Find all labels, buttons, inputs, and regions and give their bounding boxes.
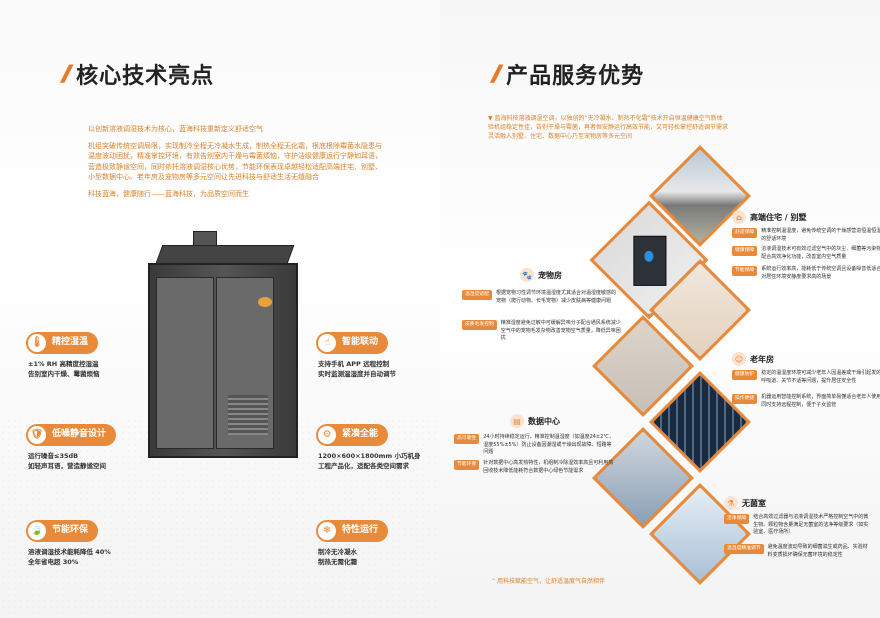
- right-page: // 产品服务优势 ▼ 蓝海科技溶液调湿空调，以独创的“无冷凝水、制热不化霜”技…: [440, 0, 880, 618]
- intro-paragraph: 蓝海科技溶液调湿空调，以独创的“无冷凝水、制热不化霜”技术开启恒温健康空气新体验…: [488, 115, 729, 140]
- quote-icon: “: [492, 578, 498, 585]
- tag-text: 溶液调湿技术可有效过滤空气中的灰尘、细菌等污染物配合高效净化功能，改善室内空气质…: [761, 246, 880, 260]
- thermometer-icon: 🌡: [28, 334, 46, 352]
- leaf-icon: 🍃: [28, 522, 46, 540]
- tag-text: 根据宠物习性调节环境温湿度尤其适合对温湿度敏感的宠物（爬行动物、长毛宠物）减少皮…: [496, 290, 617, 304]
- tag-text: 24小时持续稳定运行，精准控制温湿度（如温度24±2℃，湿度55%±5%）防止设…: [483, 434, 614, 455]
- list-item: 洁净保障结合高效过滤器与溶液调湿技术严格控制空气中的微生物、颗粒物含量满足无菌室…: [724, 514, 871, 537]
- tag-text: 机器运用智能控制系统，界面简单易懂适合老年人使用同时支持远程控制，便于子女监管: [761, 394, 880, 408]
- tag-badge: 洁净保障: [724, 514, 750, 524]
- section-title: 高端住宅 / 别墅: [750, 212, 807, 222]
- paw-icon: 🐾: [520, 268, 534, 282]
- tag-badge: 操作便捷: [732, 394, 758, 404]
- section-datacenter-title: ▤ 数据中心: [510, 414, 560, 428]
- tag-badge: 健康防护: [732, 370, 758, 380]
- tag-text: 精准湿度避免过敏中可缓解异味分子配合通风系统减少空气中的宠物毛发杂物改善宠物空气…: [500, 320, 621, 341]
- intro-line: 以创新溶液调湿技术为核心，蓝海科技重新定义舒适空气: [88, 125, 263, 133]
- section-title: 无菌室: [742, 498, 766, 508]
- tag-badge: 高可靠性: [454, 434, 480, 444]
- tag-text: 针对数据中心高发热特性，机组制冷除湿效率高且可利用热回收技术降低能耗符合数据中心…: [483, 460, 614, 474]
- list-item: 皮质毛发控制精准湿度避免过敏中可缓解异味分子配合通风系统减少空气中的宠物毛发杂物…: [462, 320, 621, 343]
- tag-text: 精准控制温湿度，避免传统空调的干燥感营造恒温恒湿的舒适环境: [761, 228, 880, 242]
- feature-desc: 溶液调湿技术能耗降低 40%: [28, 548, 111, 556]
- gear-icon: ⚙: [318, 426, 336, 444]
- tag-text: 稳定的温湿度环境可减少老年人因温差或干燥引起发的呼吸道、关节不适等问题，提升居住…: [761, 370, 880, 384]
- elder-icon: ☺: [732, 352, 746, 366]
- tag-text: 系统运行效率高，能耗低于传统空调且设备噪音低适合对居住环境安静度要求高的场景: [761, 266, 880, 280]
- tag-badge: 健康保障: [732, 246, 758, 256]
- page-title: 核心技术亮点: [76, 64, 215, 89]
- feature-desc: 全年省电超 30%: [28, 557, 79, 566]
- feature-compact: ⚙ 紧凑全能 1200×600×1800mm 小巧机身工程产品化，适配各类空间需求: [316, 424, 420, 471]
- feature-desc: 制热无需化霜: [318, 557, 357, 566]
- intro-text: 以创新溶液调湿技术为核心，蓝海科技重新定义舒适空气 机组突破传统空调局限，实现制…: [88, 124, 388, 205]
- section-elder-title: ☺ 老年房: [732, 352, 774, 366]
- feature-smart: ☝ 智能联动 支持手机 APP 远程控制实时监测温湿度并自动调节: [316, 332, 396, 379]
- feature-desc: ±1% RH 高精度控湿温: [28, 360, 99, 368]
- feature-desc: 运行噪音≤35dB: [28, 452, 79, 460]
- list-item: 温湿度精准调节避免温度波动导致的细菌滋生或药品、实验材料变质损坏确保无菌环境的稳…: [724, 544, 872, 559]
- intro-slogan: 科技蓝海，健康随行——蓝海科技，为品质空间而生: [88, 189, 249, 198]
- tag-badge: 节能保障: [732, 266, 758, 276]
- feature-desc: 如轻声耳语，营造静谧空间: [28, 461, 106, 470]
- slash-decoration: //: [62, 61, 72, 87]
- left-heading: // 核心技术亮点: [62, 58, 214, 90]
- section-title: 宠物房: [538, 270, 562, 280]
- right-heading: // 产品服务优势: [492, 58, 644, 90]
- feature-desc: 实时监测温湿度并自动调节: [318, 369, 396, 378]
- tag-badge: 皮质毛发控制: [462, 320, 497, 330]
- list-item: 健康防护稳定的温湿度环境可减少老年人因温差或干燥引起发的呼吸道、关节不适等问题，…: [732, 370, 880, 385]
- feature-title: 节能环保: [52, 525, 89, 536]
- right-intro: ▼ 蓝海科技溶液调湿空调，以独创的“无冷凝水、制热不化霜”技术开启恒温健康空气新…: [488, 114, 728, 141]
- tag-text: 避免温度波动导致的细菌滋生或药品、实验材料变质损坏确保无菌环境的稳定性: [767, 544, 868, 558]
- list-item: 健康保障溶液调湿技术可有效过滤空气中的灰尘、细菌等污染物配合高效净化功能，改善室…: [732, 246, 880, 261]
- feature-title: 紧凑全能: [342, 429, 379, 440]
- footer-slogan: “ 用科技赋能空气，让舒适温度气自然相伴: [492, 576, 605, 585]
- feature-desc: 告别室内干燥、霉菌烦恼: [28, 369, 100, 378]
- page-title: 产品服务优势: [506, 64, 645, 89]
- section-title: 老年房: [750, 354, 774, 364]
- brand-logo: [258, 297, 272, 307]
- list-item: 温湿度适配根据宠物习性调节环境温湿度尤其适合对温湿度敏感的宠物（爬行动物、长毛宠…: [462, 290, 616, 305]
- feature-precision: 🌡 精控湿温 ±1% RH 高精度控湿温告别室内干燥、霉菌烦恼: [26, 332, 100, 379]
- feature-desc: 支持手机 APP 远程控制: [318, 360, 390, 368]
- tag-text: 结合高效过滤器与溶液调湿技术严格控制空气中的微生物、颗粒物含量满足无菌室的洁净等…: [753, 514, 869, 535]
- list-item: 节能环保针对数据中心高发热特性，机组制冷除湿效率高且可利用热回收技术降低能耗符合…: [454, 460, 615, 475]
- feature-desc: 工程产品化，适配各类空间需求: [318, 461, 409, 470]
- section-sterile-title: ⚗ 无菌室: [724, 496, 766, 510]
- air-conditioner-unit-image: [148, 231, 298, 460]
- list-item: 操作便捷机器运用智能控制系统，界面简单易懂适合老年人使用同时支持远程控制，便于子…: [732, 394, 880, 409]
- left-page: // 核心技术亮点 以创新溶液调湿技术为核心，蓝海科技重新定义舒适空气 机组突破…: [0, 0, 440, 618]
- section-villa-title: ⌂ 高端住宅 / 别墅: [732, 210, 807, 224]
- feature-title: 特性运行: [342, 525, 379, 536]
- feature-desc: 制冷无冷凝水: [318, 548, 357, 556]
- section-pet-title: 🐾 宠物房: [520, 268, 562, 282]
- triangle-icon: ▼: [488, 115, 495, 122]
- slash-decoration: //: [492, 61, 502, 87]
- snowflake-icon: ❄: [318, 522, 336, 540]
- list-item: 节能保障系统运行效率高，能耗低于传统空调且设备噪音低适合对居住环境安静度要求高的…: [732, 266, 880, 281]
- tag-badge: 节能环保: [454, 460, 480, 470]
- home-icon: ⌂: [732, 210, 746, 224]
- footer-text: 用科技赋能空气，让舒适温度气自然相伴: [497, 578, 606, 585]
- shield-icon: 🛡: [28, 426, 46, 444]
- tag-badge: 舒适保障: [732, 228, 758, 238]
- hand-icon: ☝: [318, 334, 336, 352]
- feature-desc: 1200×600×1800mm 小巧机身: [318, 452, 421, 460]
- feature-title: 低噪静音设计: [52, 429, 107, 440]
- tag-badge: 温湿度精准调节: [724, 544, 764, 554]
- list-item: 舒适保障精准控制温湿度，避免传统空调的干燥感营造恒温恒湿的舒适环境: [732, 228, 880, 243]
- section-title: 数据中心: [528, 416, 560, 426]
- server-icon: ▤: [510, 414, 524, 428]
- feature-title: 精控湿温: [52, 337, 89, 348]
- feature-title: 智能联动: [342, 337, 379, 348]
- flask-icon: ⚗: [724, 496, 738, 510]
- intro-paragraph: 机组突破传统空调局限，实现制冷全程无冷凝水生成，制热全程无化霜，根底根除霉菌水隐…: [88, 141, 382, 182]
- tag-badge: 温湿度适配: [462, 290, 492, 300]
- feature-operation: ❄ 特性运行 制冷无冷凝水制热无需化霜: [316, 520, 389, 567]
- feature-eco: 🍃 节能环保 溶液调湿技术能耗降低 40%全年省电超 30%: [26, 520, 111, 567]
